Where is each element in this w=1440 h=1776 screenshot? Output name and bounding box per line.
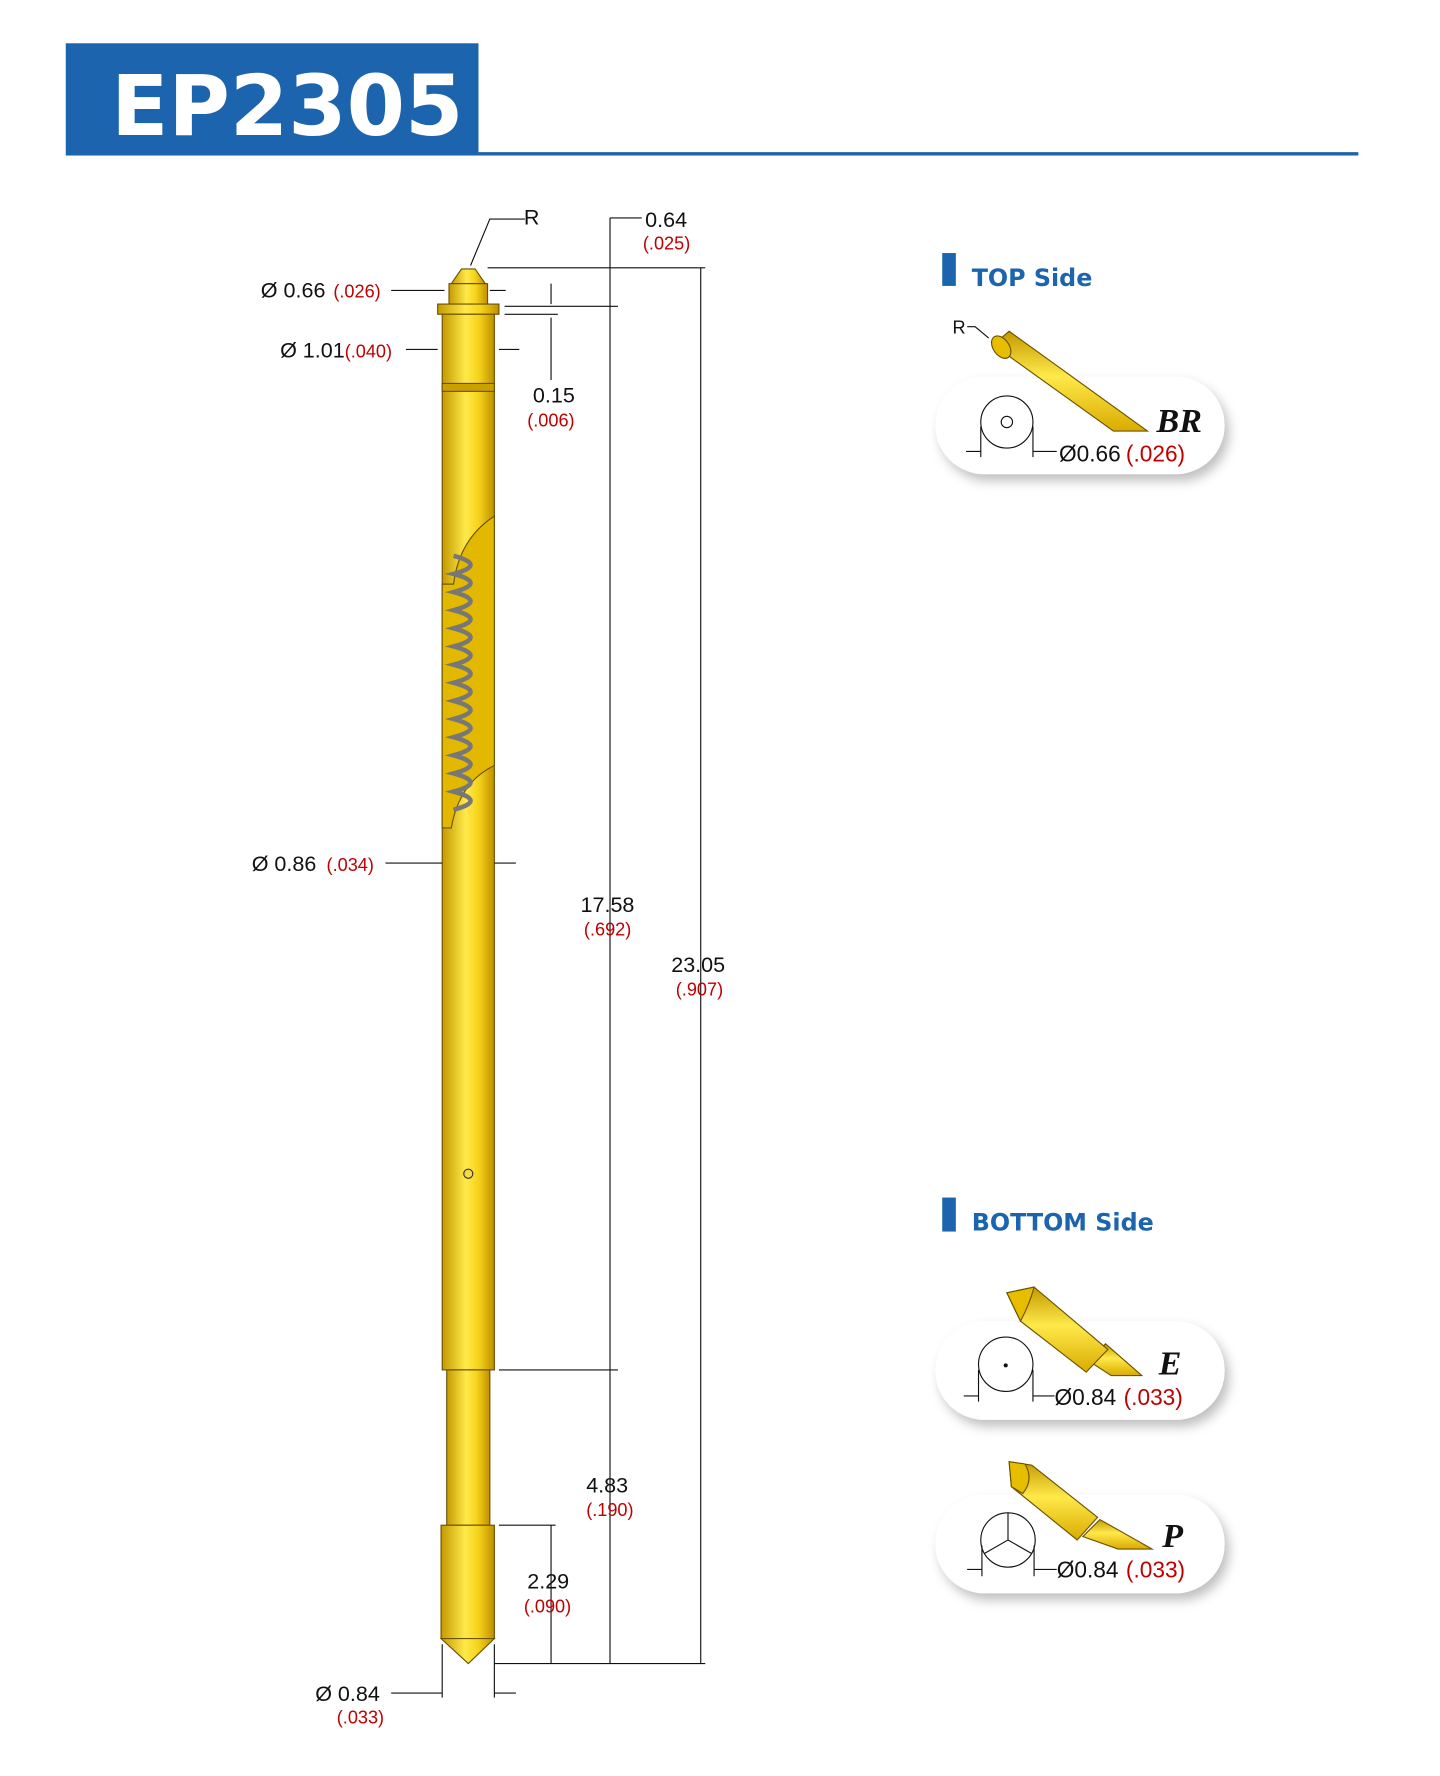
br-tip-diameter-in: (.026)	[1126, 441, 1185, 467]
tip-card-e	[935, 1321, 1225, 1420]
overall-length-in: (.907)	[676, 980, 723, 1000]
spring	[444, 553, 473, 812]
e-tip-diameter-in: (.033)	[1124, 1384, 1183, 1410]
section-marker	[942, 1197, 956, 1232]
overall-length-mm: 23.05	[671, 953, 725, 977]
bottom-tip-body	[440, 1524, 495, 1640]
bottom-tip-point	[439, 1638, 496, 1665]
probe-pin	[437, 268, 500, 1665]
head	[448, 283, 489, 305]
e-tip-end-view	[977, 1336, 1034, 1392]
tip-section-length-mm: 2.29	[527, 1570, 569, 1594]
page-title: EP2305	[111, 57, 463, 155]
e-tip-diameter-mm: Ø0.84	[1054, 1384, 1116, 1410]
tip-section-length-in: (.090)	[524, 1597, 571, 1617]
tip-diameter-in: (.033)	[337, 1708, 384, 1728]
barrel-length-in: (.692)	[584, 920, 631, 940]
radius-label: R	[524, 206, 540, 230]
br-tip-diameter-mm: Ø0.66	[1059, 441, 1121, 467]
tip-length-mm: 0.64	[645, 208, 687, 232]
header-rule	[478, 152, 1359, 156]
flange-thickness-mm: 0.15	[533, 384, 575, 408]
barrel-length-mm: 17.58	[581, 893, 635, 917]
section-marker	[942, 253, 956, 286]
p-tip-diameter-in: (.033)	[1126, 1556, 1185, 1582]
vent-hole	[463, 1168, 474, 1179]
header: EP2305	[65, 43, 1359, 156]
barrel	[441, 313, 495, 1371]
flange	[437, 303, 500, 315]
head-diameter-in: (.026)	[333, 281, 380, 301]
barrel-groove	[441, 382, 495, 392]
br-tip-end-view	[980, 395, 1034, 449]
tip-card-br	[935, 376, 1225, 475]
head-diameter-mm: Ø 0.66	[261, 278, 326, 302]
e-tip-code: E	[1158, 1345, 1182, 1382]
barrel-diameter-mm: Ø 0.86	[252, 852, 317, 876]
top-side-section: TOP Side R BR Ø0.66 (.026)	[935, 253, 1225, 475]
flange-thickness-in: (.006)	[527, 411, 574, 431]
plunger-length-mm: 4.83	[586, 1473, 628, 1497]
bottom-side-heading: BOTTOM Side	[972, 1208, 1154, 1236]
flange-diameter-mm: Ø 1.01	[280, 338, 345, 362]
dimension-lines	[385, 217, 706, 1698]
tip-length-in: (.025)	[643, 234, 690, 254]
plunger	[446, 1369, 491, 1526]
top-side-heading: TOP Side	[972, 264, 1093, 292]
plunger-length-in: (.190)	[586, 1500, 633, 1520]
p-tip-code: P	[1161, 1518, 1183, 1555]
p-tip-diameter-mm: Ø0.84	[1057, 1556, 1119, 1582]
title-box	[65, 43, 479, 156]
barrel-diameter-in: (.034)	[327, 855, 374, 875]
tip-radius-label: R	[952, 318, 965, 338]
flange-diameter-in: (.040)	[345, 341, 392, 361]
br-tip-code: BR	[1156, 403, 1202, 440]
top-tip-cone	[450, 268, 487, 285]
br-tip-image	[992, 330, 1150, 432]
dimension-labels: R 0.64 (.025) Ø 0.66 (.026) Ø 1.01 (.040…	[252, 206, 725, 1728]
tip-diameter-mm: Ø 0.84	[315, 1682, 380, 1706]
bottom-side-section: BOTTOM Side E Ø0.84 (.033) P Ø0.84 (.033…	[935, 1197, 1225, 1594]
